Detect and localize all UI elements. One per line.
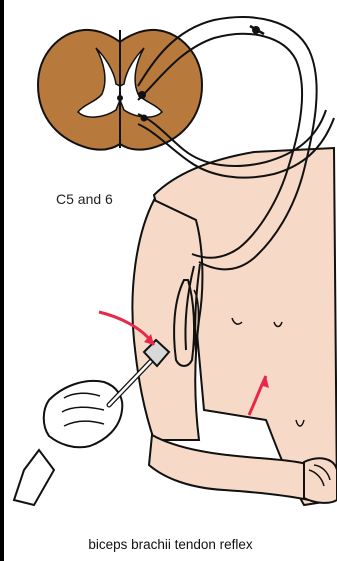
spinal-segment-label: C5 and 6 bbox=[56, 191, 113, 207]
reflex-illustration bbox=[4, 0, 337, 561]
patient-hand bbox=[304, 458, 337, 503]
figure-caption: biceps brachii tendon reflex bbox=[4, 537, 337, 552]
examiner-hand bbox=[44, 381, 123, 447]
spinal-cord-icon bbox=[38, 30, 202, 150]
diagram-canvas: C5 and 6 biceps brachii tendon reflex bbox=[4, 0, 337, 561]
